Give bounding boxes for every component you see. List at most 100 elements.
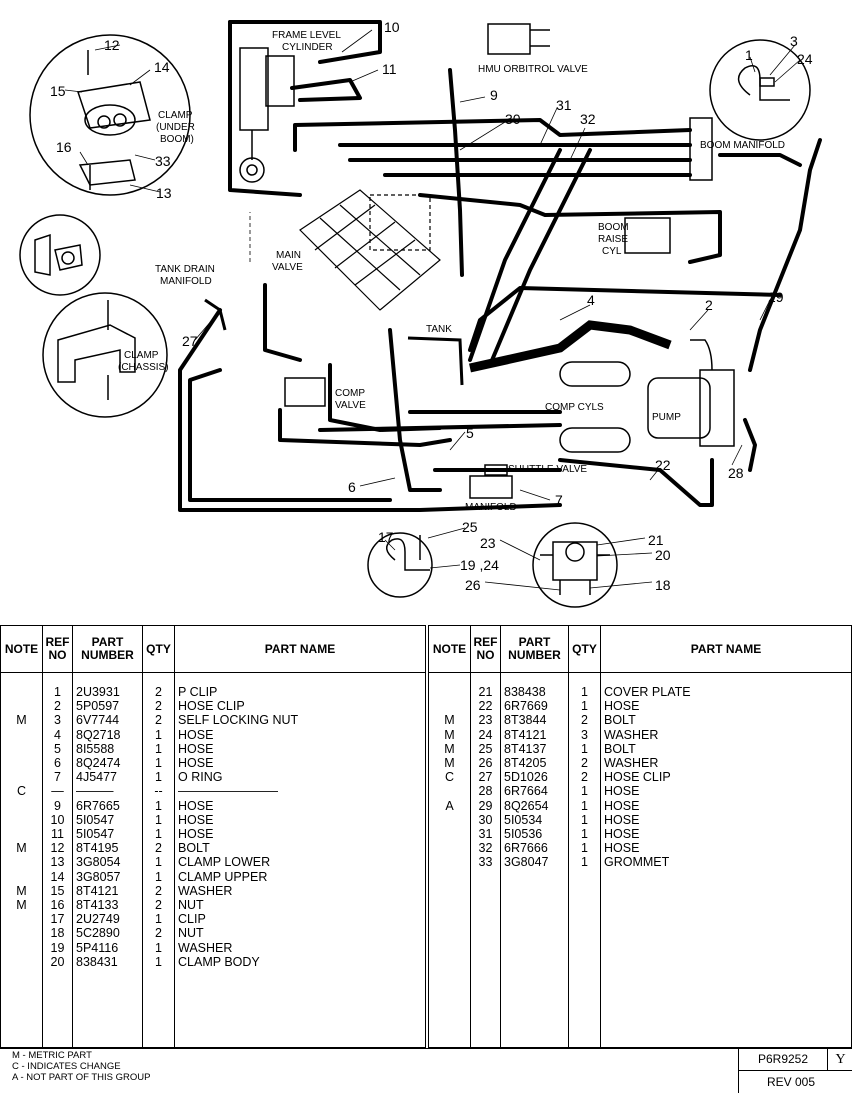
hose-lines (178, 20, 822, 512)
cell-ref: 6 (42, 756, 73, 771)
cell-qty: 2 (142, 883, 175, 899)
component-labels: FRAME LEVEL CYLINDER HMU ORBITROL VALVE … (118, 30, 785, 513)
cell-ref: 16 (42, 898, 73, 913)
cell-qty: 2 (142, 713, 175, 728)
cell-part: 838431 (72, 954, 143, 970)
header-part-number: PART NUMBER (500, 625, 569, 673)
cell-qty: 1 (568, 798, 601, 813)
cell-note: A (428, 798, 471, 813)
filler-cell (600, 869, 852, 1048)
cell-note (0, 940, 43, 955)
callout-19-24: 19 ,24 (460, 557, 499, 573)
cell-note (428, 672, 471, 700)
cell-note (428, 812, 471, 828)
filler-cell (72, 969, 143, 1049)
cell-part: 5I0547 (72, 812, 143, 828)
label-comp: COMP (335, 388, 365, 399)
cell-part: ——— (72, 784, 143, 799)
callout-17: 17 (378, 529, 394, 545)
cell-ref: 4 (42, 727, 73, 742)
cell-ref: 10 (42, 812, 73, 828)
cell-name: CLAMP LOWER (174, 855, 426, 870)
label-tank: TANK (426, 324, 452, 335)
cell-name: HOSE (174, 756, 426, 771)
header-ref-no: REF NO (42, 625, 73, 673)
label-clamp-under: CLAMP (158, 110, 193, 121)
callout-15: 15 (50, 83, 66, 99)
cell-name: GROMMET (600, 855, 852, 870)
callout-32: 32 (580, 111, 596, 127)
cell-name: HOSE CLIP (600, 770, 852, 785)
callout-1: 1 (745, 47, 753, 63)
cell-qty: 1 (142, 798, 175, 813)
cell-note: M (0, 883, 43, 899)
cell-qty: 2 (568, 756, 601, 771)
cell-part: 6V7744 (72, 713, 143, 728)
cell-qty: 2 (142, 926, 175, 941)
cell-note (0, 827, 43, 842)
cell-name: COVER PLATE (600, 672, 852, 700)
cell-note: M (428, 727, 471, 742)
cell-name: WASHER (600, 756, 852, 771)
cell-name: HOSE (600, 699, 852, 714)
cell-part: 8T3844 (500, 713, 569, 728)
label-pump: PUMP (652, 412, 681, 423)
label-boom-manifold: BOOM MANIFOLD (700, 140, 785, 151)
filler-cell (500, 869, 569, 1048)
callout-10: 10 (384, 19, 400, 35)
cell-note (0, 699, 43, 714)
cell-ref: 33 (470, 855, 501, 870)
cell-qty: 2 (142, 898, 175, 913)
cell-ref: 5 (42, 741, 73, 757)
label-hmu-orbitrol: HMU ORBITROL VALVE (478, 64, 588, 75)
cell-name: HOSE (600, 798, 852, 813)
boom-raise-cyl (624, 217, 671, 254)
cell-note (428, 784, 471, 799)
cell-note (0, 855, 43, 870)
note-legend: M - METRIC PART C - INDICATES CHANGE A -… (12, 1050, 150, 1083)
label-valve: VALVE (272, 262, 303, 273)
cell-ref: 25 (470, 741, 501, 757)
cell-name: BOLT (600, 713, 852, 728)
cell-name: NUT (174, 898, 426, 913)
cell-part: 6R7666 (500, 841, 569, 856)
leader-lines (64, 29, 801, 591)
cell-name: CLAMP BODY (174, 954, 426, 970)
cell-ref: 18 (42, 926, 73, 941)
filler-cell (470, 869, 501, 1048)
callout-2: 2 (705, 297, 713, 313)
cell-qty: 1 (142, 869, 175, 884)
callout-26: 26 (465, 577, 481, 593)
cell-ref: 15 (42, 883, 73, 899)
cell-ref: 30 (470, 812, 501, 828)
cell-ref: 24 (470, 727, 501, 742)
label-under: (UNDER (156, 122, 195, 133)
hose-4 (469, 320, 672, 373)
cell-note (0, 756, 43, 771)
cell-qty: 1 (142, 940, 175, 955)
frame-level-cylinder (239, 47, 295, 183)
cell-ref: — (42, 784, 73, 799)
cell-qty: 1 (568, 855, 601, 870)
table-filler-row (428, 869, 852, 1048)
cell-ref: 12 (42, 841, 73, 856)
cell-part: 5P0597 (72, 699, 143, 714)
cell-ref: 1 (42, 672, 73, 700)
callout-7: 7 (555, 492, 563, 508)
cell-ref: 11 (42, 827, 73, 842)
